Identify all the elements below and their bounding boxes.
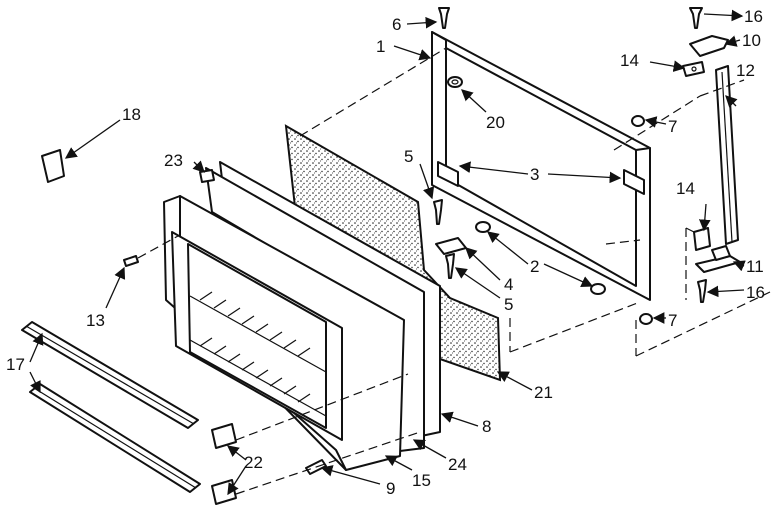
label-part-21: 21	[534, 383, 553, 402]
leader-lines	[29, 9, 746, 496]
label-part-13: 13	[86, 311, 105, 330]
label-part-8: 8	[482, 417, 491, 436]
label-part-16-bottom: 16	[746, 283, 765, 302]
label-part-2: 2	[530, 257, 539, 276]
screw-part-5-lower	[445, 253, 455, 279]
end-cap-part-22	[211, 423, 237, 505]
label-part-4: 4	[504, 275, 513, 294]
plug-part-7	[631, 115, 653, 325]
label-part-9: 9	[386, 479, 395, 498]
trim-strip-part-23	[199, 169, 215, 183]
label-part-18: 18	[122, 105, 141, 124]
part-number-labels: 1 6 20 3 5 2 4 5 7 7 16 10 14 12 14 11 1…	[6, 7, 765, 498]
label-part-15: 15	[412, 471, 431, 490]
screw-part-16-bottom	[697, 279, 707, 303]
rail-part-17-lower	[29, 383, 201, 493]
label-part-17: 17	[6, 355, 25, 374]
hinge-clip-part-3	[437, 161, 645, 195]
inner-liner-shelves	[171, 231, 343, 441]
screw-part-5-upper	[433, 199, 443, 225]
label-part-16-top: 16	[744, 7, 763, 26]
top-hinge-part-10	[689, 35, 729, 57]
shim-part-14-top	[682, 61, 705, 77]
label-part-1: 1	[376, 37, 385, 56]
bracket-part-4	[435, 237, 467, 255]
label-part-7-lower: 7	[668, 311, 677, 330]
door-frame-part-1	[431, 31, 651, 301]
grommet-part-20	[447, 76, 463, 88]
label-part-24: 24	[448, 455, 467, 474]
label-part-14-top: 14	[620, 51, 639, 70]
shim-part-14-bottom	[693, 227, 711, 251]
clip-part-18	[41, 149, 65, 183]
label-part-6: 6	[392, 15, 401, 34]
rail-part-17-upper	[21, 321, 199, 429]
screw-part-6	[438, 7, 450, 29]
label-part-14-bottom: 14	[676, 179, 695, 198]
label-part-23: 23	[164, 151, 183, 170]
screw-part-13	[123, 255, 139, 267]
label-part-22: 22	[244, 453, 263, 472]
handle-part-12	[715, 65, 739, 245]
screw-part-16-top	[689, 7, 703, 29]
label-part-12: 12	[736, 61, 755, 80]
grommet-part-2	[475, 221, 606, 295]
label-part-20: 20	[486, 113, 505, 132]
label-part-11: 11	[746, 257, 764, 276]
bottom-hinge-part-11	[695, 245, 741, 273]
label-part-5-upper: 5	[404, 147, 413, 166]
label-part-3: 3	[530, 165, 539, 184]
label-part-10: 10	[742, 31, 761, 50]
label-part-5-lower: 5	[504, 295, 513, 314]
label-part-7-upper: 7	[668, 117, 677, 136]
